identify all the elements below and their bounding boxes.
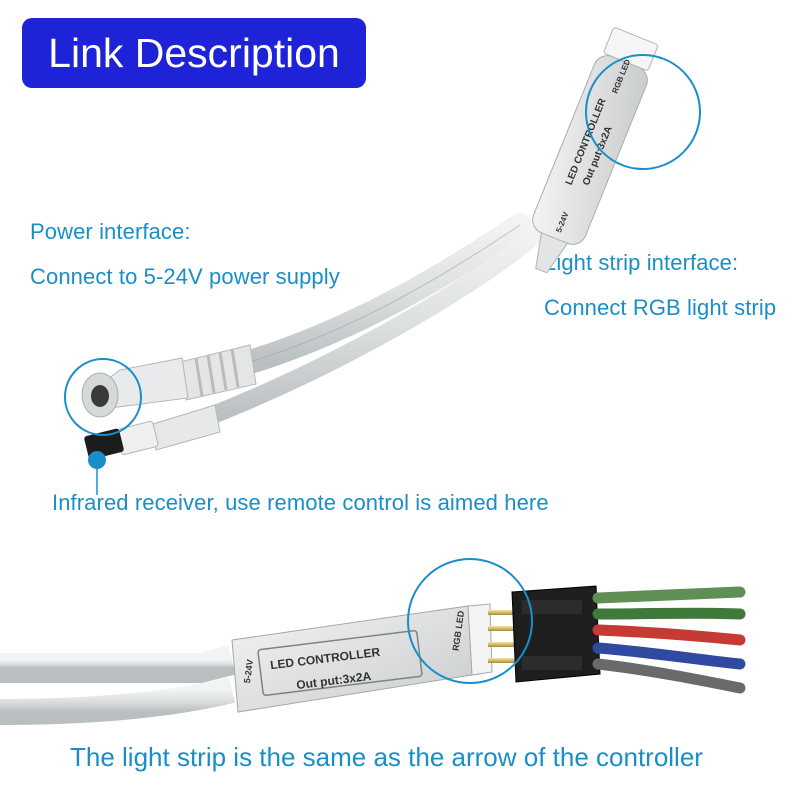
rgb-connector xyxy=(511,585,601,683)
power-interface-highlight xyxy=(64,358,142,436)
strip-interface-description: Connect RGB light strip xyxy=(544,295,777,320)
title-banner: Link Description xyxy=(22,18,366,88)
rgb-wires xyxy=(592,586,746,694)
ir-cable xyxy=(191,226,544,429)
top-controller: LED CONTROLLER Out put:3x2A 5-24V RGB LE… xyxy=(532,27,658,274)
power-interface-label: Power interface: xyxy=(30,219,191,244)
ir-receiver xyxy=(84,404,221,460)
rgb-connector-pins xyxy=(488,610,518,663)
bottom-cable-upper xyxy=(0,645,236,683)
strip-interface-highlight xyxy=(585,54,701,170)
connector-alignment-highlight xyxy=(407,558,533,684)
alignment-caption: The light strip is the same as the arrow… xyxy=(70,742,703,772)
ir-receiver-marker xyxy=(88,451,106,469)
infrared-receiver-label: Infrared receiver, use remote control is… xyxy=(52,490,549,515)
bottom-controller: LED CONTROLLER Out put:3x2A 5-24V RGB LE… xyxy=(231,603,493,713)
dc-power-jack xyxy=(81,344,257,418)
strip-interface-label: Light strip interface: xyxy=(544,250,739,275)
bottom-controller-voltage: 5-24V xyxy=(242,659,255,684)
power-interface-description: Connect to 5-24V power supply xyxy=(30,264,340,289)
bottom-cable-lower xyxy=(0,677,236,725)
